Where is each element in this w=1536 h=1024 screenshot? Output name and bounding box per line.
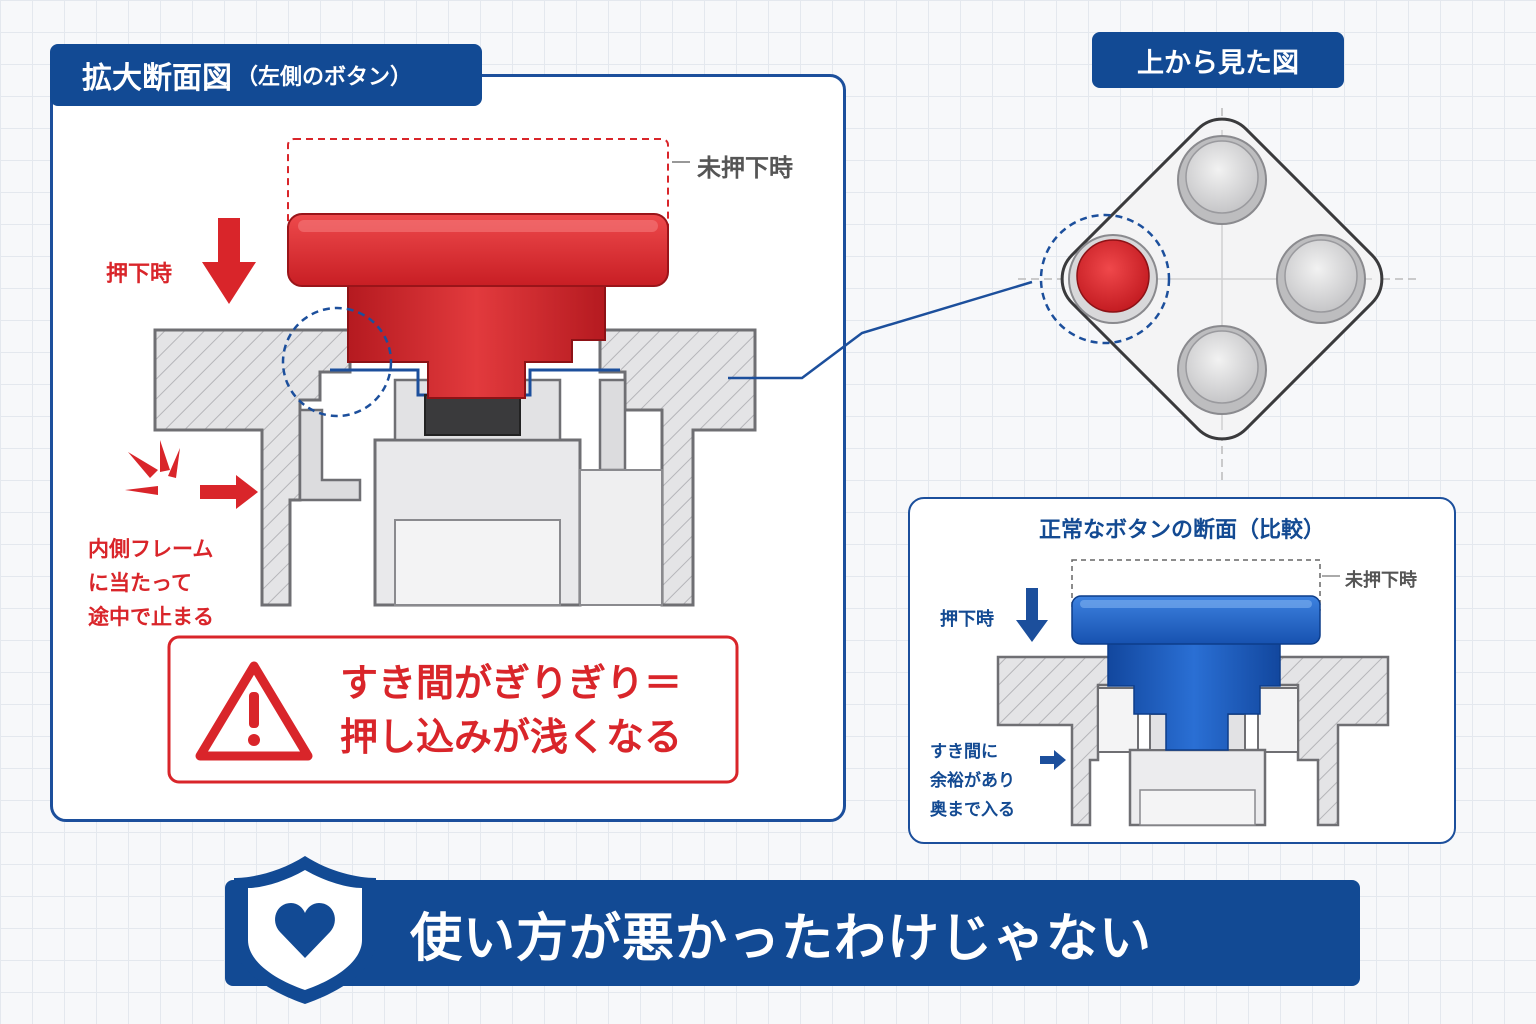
connector-line xyxy=(728,280,1033,380)
main-section-title-tab: 拡大断面図 （左側のボタン） xyxy=(50,44,482,106)
warning-text: すき間がぎりぎり＝ 押し込みが浅くなる xyxy=(340,656,682,764)
red-button-stem-tip xyxy=(424,394,521,436)
inner-frame-left xyxy=(298,408,362,502)
contact-arrow xyxy=(200,475,258,509)
inner-frame-right xyxy=(598,378,627,472)
switch-right-block xyxy=(579,469,663,606)
top-view-button-down xyxy=(1177,325,1267,415)
banner-text: 使い方が悪かったわけじゃない xyxy=(410,908,1153,969)
top-view-button-right xyxy=(1276,234,1366,324)
compare-unpressed-label: 未押下時 xyxy=(1345,570,1417,591)
unpressed-outline xyxy=(287,138,669,252)
top-view-title-tab: 上から見た図 xyxy=(1092,32,1344,88)
top-view-title: 上から見た図 xyxy=(1137,47,1299,79)
top-view-button-left-highlighted xyxy=(1068,234,1158,324)
compare-gap-note: すき間に 余裕があり 奥まで入る xyxy=(930,738,1015,825)
frame-note-line: 途中で止まる xyxy=(88,605,214,629)
frame-note-line: に当たって xyxy=(88,571,192,595)
main-unpressed-label: 未押下時 xyxy=(697,154,793,182)
bottom-banner xyxy=(225,880,1360,986)
compare-gap-note-line: すき間に xyxy=(930,742,998,762)
top-view-highlight-circle xyxy=(1039,213,1171,345)
red-button-body xyxy=(347,282,606,399)
warning-line-2: 押し込みが浅くなる xyxy=(340,715,683,759)
compare-pressed-label: 押下時 xyxy=(940,609,994,630)
impact-marks xyxy=(125,440,180,495)
main-section-title: 拡大断面図 xyxy=(82,61,232,96)
red-button-cap-highlight xyxy=(298,220,658,232)
switch-inner xyxy=(394,519,561,606)
compare-title: 正常なボタンの断面（比較） xyxy=(1038,518,1325,543)
warning-triangle-icon xyxy=(195,661,313,761)
compare-gap-note-line: 奥まで入る xyxy=(930,800,1015,820)
frame-note: 内側フレーム に当たって 途中で止まる xyxy=(88,532,214,634)
frame-note-line: 内側フレーム xyxy=(88,537,214,561)
main-section-subtitle: （左側のボタン） xyxy=(236,65,413,90)
warning-line-1: すき間がぎりぎり＝ xyxy=(340,661,683,705)
top-view-button-up xyxy=(1177,135,1267,225)
main-pressed-label: 押下時 xyxy=(106,262,173,287)
pressed-arrow xyxy=(202,218,256,304)
warning-box xyxy=(167,635,739,784)
detail-circle xyxy=(281,306,393,418)
compare-gap-note-line: 余裕があり xyxy=(930,771,1015,791)
